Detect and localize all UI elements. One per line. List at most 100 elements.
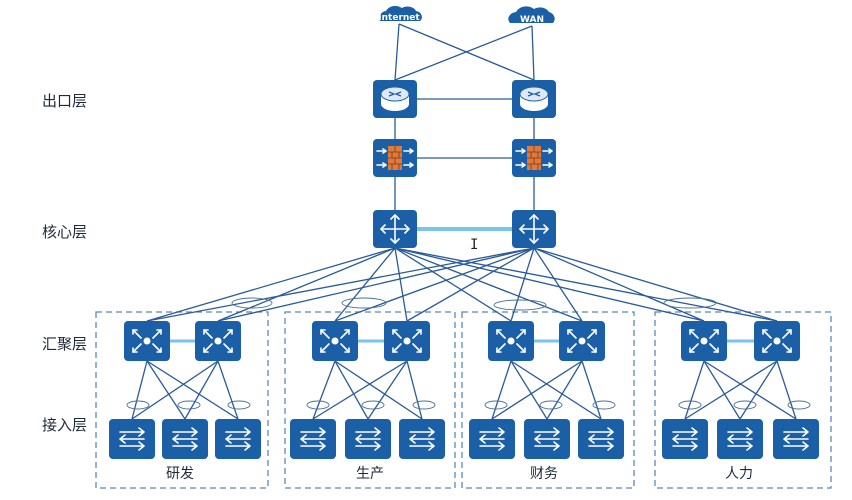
egress-router-left	[373, 80, 417, 118]
firewall-right	[512, 139, 556, 177]
link-core-left-agg-3	[394, 247, 408, 322]
access-switch-icon	[727, 427, 753, 451]
lag-ellipse	[231, 297, 273, 309]
link-core-left-agg-5	[394, 247, 583, 322]
access-switch	[399, 419, 445, 459]
access-switch	[290, 419, 336, 459]
group-box-production	[284, 311, 456, 489]
lag-ellipse	[306, 400, 330, 410]
group-label-finance: 财务	[530, 466, 558, 482]
link-wan-router-right	[531, 25, 535, 81]
aggregation-switch-icon	[567, 329, 597, 353]
link-agg-access-a-2-2	[510, 360, 602, 420]
access-switch-icon	[588, 427, 614, 451]
access-switch	[773, 419, 819, 459]
egress-router-right	[512, 80, 556, 118]
link-core-right-agg-4	[510, 247, 535, 322]
link-core-right-agg-0	[146, 247, 535, 322]
link-agg-access-b-1-2	[406, 360, 423, 420]
aggregation-switch	[312, 321, 358, 361]
access-switch-icon	[172, 427, 198, 451]
link-core-right-agg-2	[334, 247, 535, 322]
link-agg-access-a-0-0	[131, 360, 148, 420]
group-box-finance	[461, 311, 635, 489]
link-aggregation-marks	[126, 297, 811, 410]
link-agg-access-a-1-0	[312, 360, 336, 420]
link-agg-access-b-0-1	[184, 360, 219, 420]
link-core-right-agg-6	[533, 247, 705, 322]
aggregation-switch-icon	[392, 329, 422, 353]
aggregation-switch-icon	[689, 329, 719, 353]
lag-ellipse	[412, 400, 436, 410]
link-agg-access-a-0-2	[146, 360, 239, 420]
aggregation-switch	[754, 321, 800, 361]
lag-ellipse	[126, 400, 150, 410]
link-core-left-agg-4	[394, 247, 512, 322]
link-agg-access-a-2-0	[491, 360, 512, 420]
core-switch-left	[373, 210, 417, 248]
core-switch-icon	[519, 214, 549, 244]
access-switch-icon	[409, 427, 435, 451]
link-core-right-agg-5	[533, 247, 583, 322]
aggregation-switch-icon	[496, 329, 526, 353]
access-switch-icon	[300, 427, 326, 451]
link-agg-access-b-2-0	[491, 360, 583, 420]
link-agg-access-b-2-2	[581, 360, 602, 420]
internet-label: Internet	[378, 13, 420, 23]
link-internet-router-left	[394, 23, 400, 81]
layer-label-egress: 出口层	[42, 92, 87, 110]
firewall-icon	[376, 146, 414, 170]
link-agg-access-a-2-1	[510, 360, 548, 420]
group-box-hr	[654, 311, 832, 489]
layer-label-aggregation: 汇聚层	[42, 335, 87, 353]
text-cursor-icon: I	[470, 237, 478, 253]
wan-cloud: WAN	[508, 6, 555, 25]
link-agg-access-a-3-2	[703, 360, 797, 420]
access-switch	[469, 419, 515, 459]
link-agg-access-b-2-1	[546, 360, 583, 420]
lag-ellipse	[361, 400, 385, 410]
access-switch-icon	[119, 427, 145, 451]
access-switch-icon	[783, 427, 809, 451]
access-switch	[109, 419, 155, 459]
link-core-right-agg-1	[217, 247, 535, 322]
access-switch-icon	[534, 427, 560, 451]
link-agg-access-b-3-1	[739, 360, 778, 420]
link-core-left-agg-1	[217, 247, 396, 322]
access-switch-icon	[225, 427, 251, 451]
access-switch	[662, 419, 708, 459]
access-switch	[578, 419, 624, 459]
lag-ellipse	[663, 297, 717, 309]
link-wan-router-left	[394, 25, 533, 81]
aggregation-switch-icon	[132, 329, 162, 353]
lag-ellipse	[733, 400, 757, 410]
link-core-right-agg-3	[406, 247, 535, 322]
access-switch	[524, 419, 570, 459]
link-agg-access-a-3-1	[703, 360, 741, 420]
aggregation-switch-icon	[320, 329, 350, 353]
core-switch-right	[512, 210, 556, 248]
link-agg-access-b-1-1	[367, 360, 408, 420]
router-icon	[519, 86, 549, 111]
link-agg-access-b-3-2	[776, 360, 797, 420]
link-core-left-agg-0	[146, 247, 396, 322]
layer-label-core: 核心层	[42, 223, 87, 241]
group-label-rd: 研发	[166, 466, 194, 482]
link-core-left-agg-2	[334, 247, 396, 322]
link-agg-access-a-0-1	[146, 360, 186, 420]
aggregation-switch-icon	[203, 329, 233, 353]
group-boxes	[95, 311, 832, 489]
router-icon	[380, 86, 410, 111]
link-core-left-agg-6	[394, 247, 705, 322]
lag-ellipse	[493, 299, 547, 311]
link-core-left-agg-7	[394, 247, 778, 322]
layer-label-access: 接入层	[42, 416, 87, 434]
lag-ellipse	[227, 400, 251, 410]
aggregation-switch	[124, 321, 170, 361]
lag-ellipse	[787, 400, 811, 410]
access-switches	[109, 419, 819, 459]
lag-ellipse	[484, 400, 508, 410]
access-switch	[717, 419, 763, 459]
aggregation-switches	[124, 321, 800, 361]
